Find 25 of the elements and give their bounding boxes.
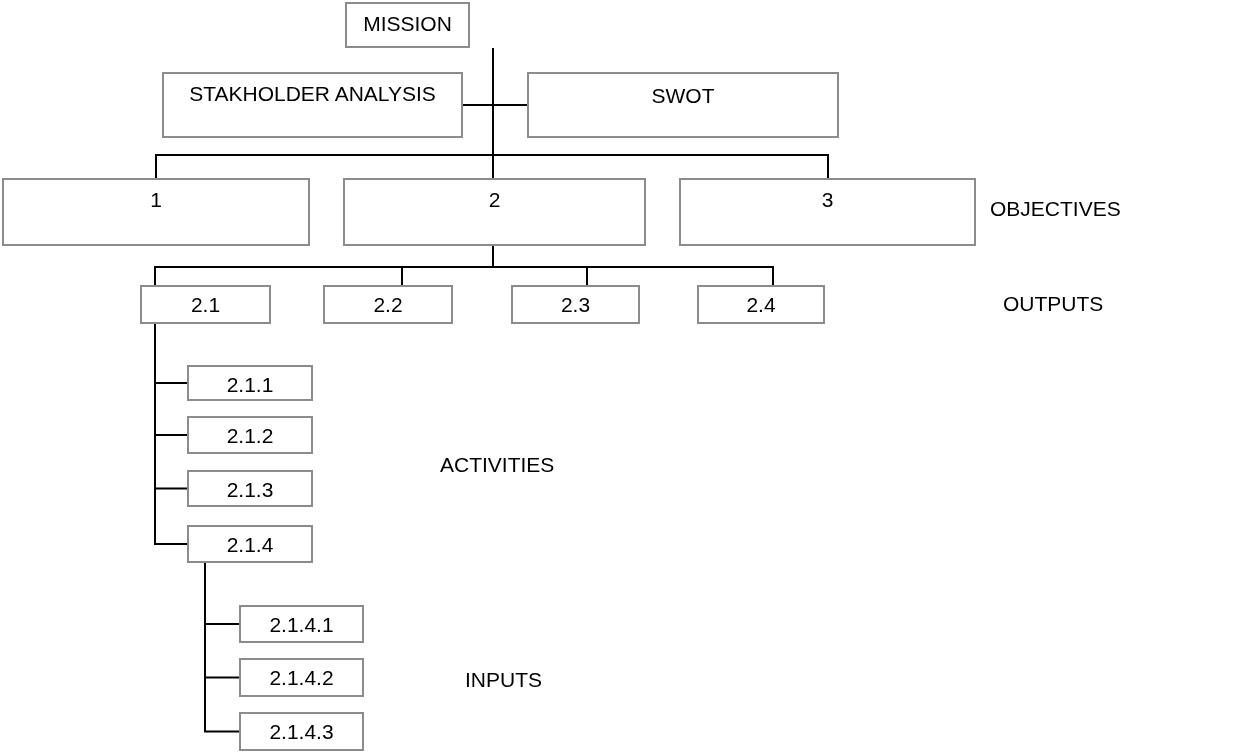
node-box: 2.1.2 — [187, 416, 313, 454]
node-box: STAKHOLDER ANALYSIS — [162, 72, 463, 138]
connector-line — [492, 245, 774, 286]
node-box: 2.1.3 — [187, 470, 313, 507]
connector-line — [204, 562, 240, 733]
node-box: 2.1.4.3 — [239, 712, 364, 751]
node-box: 2.1 — [140, 285, 271, 324]
level-label: OBJECTIVES — [990, 197, 1121, 221]
connector-line — [154, 323, 188, 545]
level-label: INPUTS — [465, 668, 542, 692]
node-box: 1 — [2, 178, 310, 246]
connector-line — [492, 47, 829, 179]
node-box: 2.3 — [511, 285, 640, 324]
level-label: ACTIVITIES — [440, 453, 555, 477]
node-box: 2.1.4.2 — [239, 658, 364, 697]
node-box: 2.1.1 — [187, 365, 313, 401]
node-box: 2.1.4 — [187, 525, 313, 563]
node-box: 2 — [343, 178, 646, 246]
node-box: MISSION — [345, 2, 470, 48]
node-box: 2.1.4.1 — [239, 605, 364, 643]
node-box: 2.2 — [323, 285, 453, 324]
node-box: SWOT — [527, 72, 839, 138]
node-box: 2.4 — [697, 285, 825, 324]
level-label: OUTPUTS — [1003, 292, 1104, 316]
node-box: 3 — [679, 178, 976, 246]
